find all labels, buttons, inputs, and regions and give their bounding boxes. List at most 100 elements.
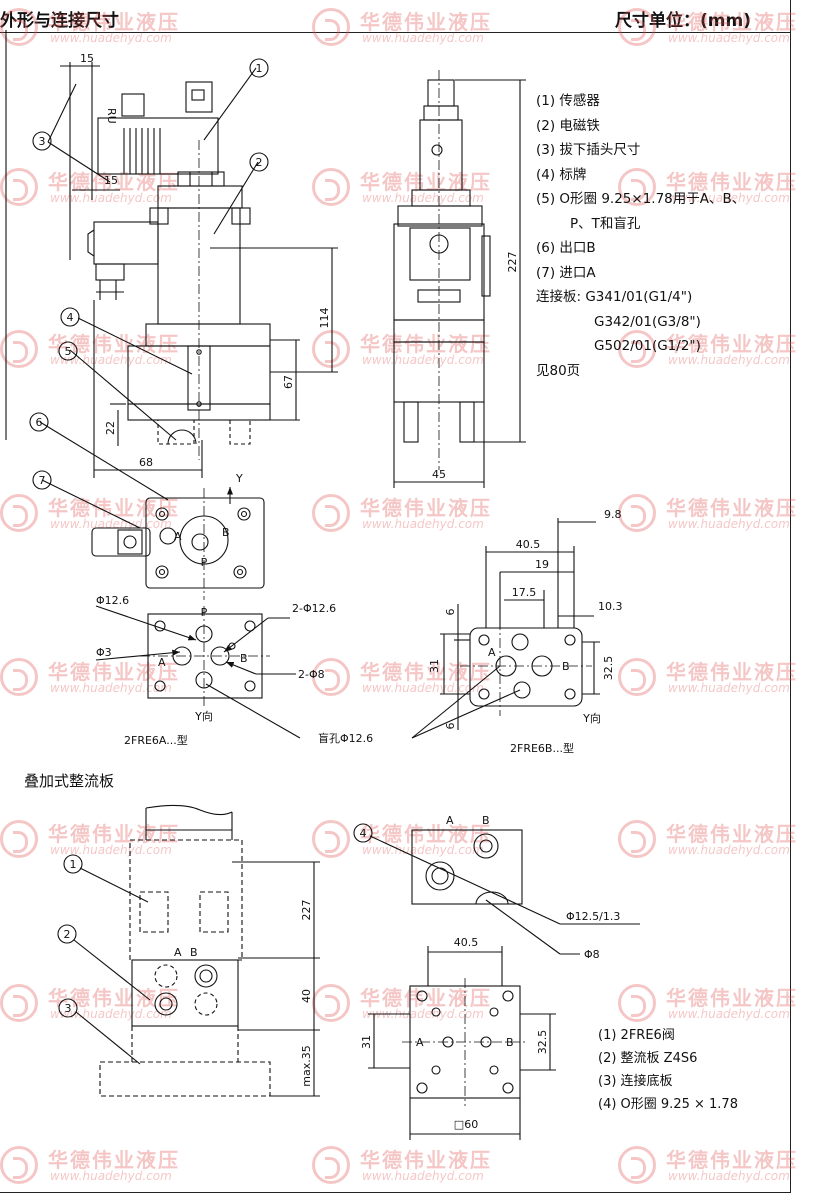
type-a-phi3: Φ3	[96, 646, 112, 659]
plate-phi125: Φ12.5/1.3	[566, 910, 620, 923]
legend-item: (4) 标牌	[536, 166, 587, 183]
watermark-logo-icon	[0, 494, 38, 532]
port-a: A	[174, 530, 182, 543]
stack-port-a: A	[174, 946, 182, 959]
face-dim-60: □60	[454, 1118, 478, 1131]
dim-227: 227	[506, 252, 519, 273]
dim-15-top: 15	[80, 52, 94, 65]
dim-40-5: 40.5	[516, 538, 541, 551]
dim-15-side: 15	[104, 174, 118, 187]
face-dim-32-5: 32.5	[536, 1030, 549, 1055]
dim-6-b: 6	[444, 723, 457, 730]
port-y: Y	[235, 472, 243, 485]
watermark-logo-icon	[312, 820, 350, 858]
watermark-logo-icon	[618, 8, 656, 46]
callout-7: 7	[39, 474, 46, 487]
callout-6: 6	[36, 416, 43, 429]
stack-view	[73, 804, 320, 1097]
legend-item: (7) 进口A	[536, 264, 596, 281]
type-a-y-dir: Y向	[194, 709, 213, 723]
section-title: 叠加式整流板	[24, 772, 115, 790]
port-view	[91, 488, 265, 600]
callout-2: 2	[256, 156, 263, 169]
watermark-logo-icon	[312, 494, 350, 532]
watermark-logo-icon	[0, 1146, 38, 1184]
plate-callout-4: 4	[360, 827, 367, 840]
type-b-a: A	[488, 646, 496, 659]
type-a-2phi8: 2-Φ8	[298, 668, 325, 681]
legend-bottom: (1) 2FRE6阀 (2) 整流板 Z4S6 (3) 连接底板 (4) O形圈…	[598, 1024, 738, 1116]
type-a-model: 2FRE6A...型	[124, 733, 188, 747]
front-view	[5, 30, 338, 529]
dim-17-5: 17.5	[512, 586, 537, 599]
legend-item: (1) 传感器	[536, 93, 600, 109]
stack-dim-227: 227	[300, 900, 313, 921]
legend-item: (3) 连接底板	[598, 1074, 673, 1089]
callout-5: 5	[65, 345, 72, 358]
stack-dim-max35: max.35	[300, 1045, 313, 1086]
watermark-logo-icon	[0, 8, 38, 46]
type-a-p: P	[201, 606, 208, 619]
legend-item: 连接板: G341/01(G1/4")	[536, 289, 693, 305]
type-a-phi126: Φ12.6	[96, 594, 129, 607]
watermark-logo-icon	[0, 168, 38, 206]
type-a-2phi126: 2-Φ12.6	[292, 602, 336, 615]
watermark-logo-icon	[618, 1146, 656, 1184]
callout-circles	[29, 58, 373, 1018]
face-port-b: B	[506, 1036, 514, 1049]
side-view	[393, 70, 526, 488]
watermark-logo-icon	[0, 820, 38, 858]
type-b-model: 2FRE6B...型	[510, 741, 574, 755]
legend-item: (1) 2FRE6阀	[598, 1028, 675, 1043]
legend-item: (2) 整流板 Z4S6	[598, 1051, 698, 1066]
watermark-logo-icon	[0, 330, 38, 368]
callout-4: 4	[67, 311, 74, 324]
watermark-logo-icon	[312, 658, 350, 696]
watermark-logo-icon	[312, 8, 350, 46]
face-port-a: A	[416, 1036, 424, 1049]
watermark-logo-icon	[618, 330, 656, 368]
watermark-logo-icon	[0, 984, 38, 1022]
legend-item: G342/01(G3/8")	[594, 313, 701, 330]
callout-3: 3	[39, 135, 46, 148]
port-p: P	[201, 556, 208, 569]
watermark-logo-icon	[618, 168, 656, 206]
dim-68: 68	[139, 456, 153, 469]
dim-9-8: 9.8	[604, 508, 622, 521]
dim-114: 114	[318, 308, 331, 329]
watermark-logo-icon	[618, 984, 656, 1022]
watermark-logo-icon	[618, 494, 656, 532]
plate-phi8: Φ8	[584, 948, 600, 961]
watermark-logo-icon	[618, 658, 656, 696]
type-b-y-dir: Y向	[582, 711, 601, 725]
plate-face-view	[368, 946, 556, 1140]
plate-top-b: B	[482, 814, 490, 827]
dim-10-3: 10.3	[598, 600, 623, 613]
legend-item: (2) 电磁铁	[536, 117, 600, 134]
port-b: B	[222, 526, 230, 539]
legend-item: P、T和盲孔	[570, 215, 641, 232]
legend-item: 见80页	[536, 362, 581, 379]
type-a-plate	[95, 605, 301, 739]
legend-top: (1) 传感器 (2) 电磁铁 (3) 拔下插头尺寸 (4) 标牌 (5) O形…	[536, 89, 745, 383]
stack-callout-1: 1	[70, 858, 77, 871]
legend-item: (6) 出口B	[536, 240, 596, 256]
legend-item: (5) O形圈 9.25×1.78用于A、B、	[536, 191, 746, 207]
face-dim-40-5: 40.5	[454, 936, 479, 949]
